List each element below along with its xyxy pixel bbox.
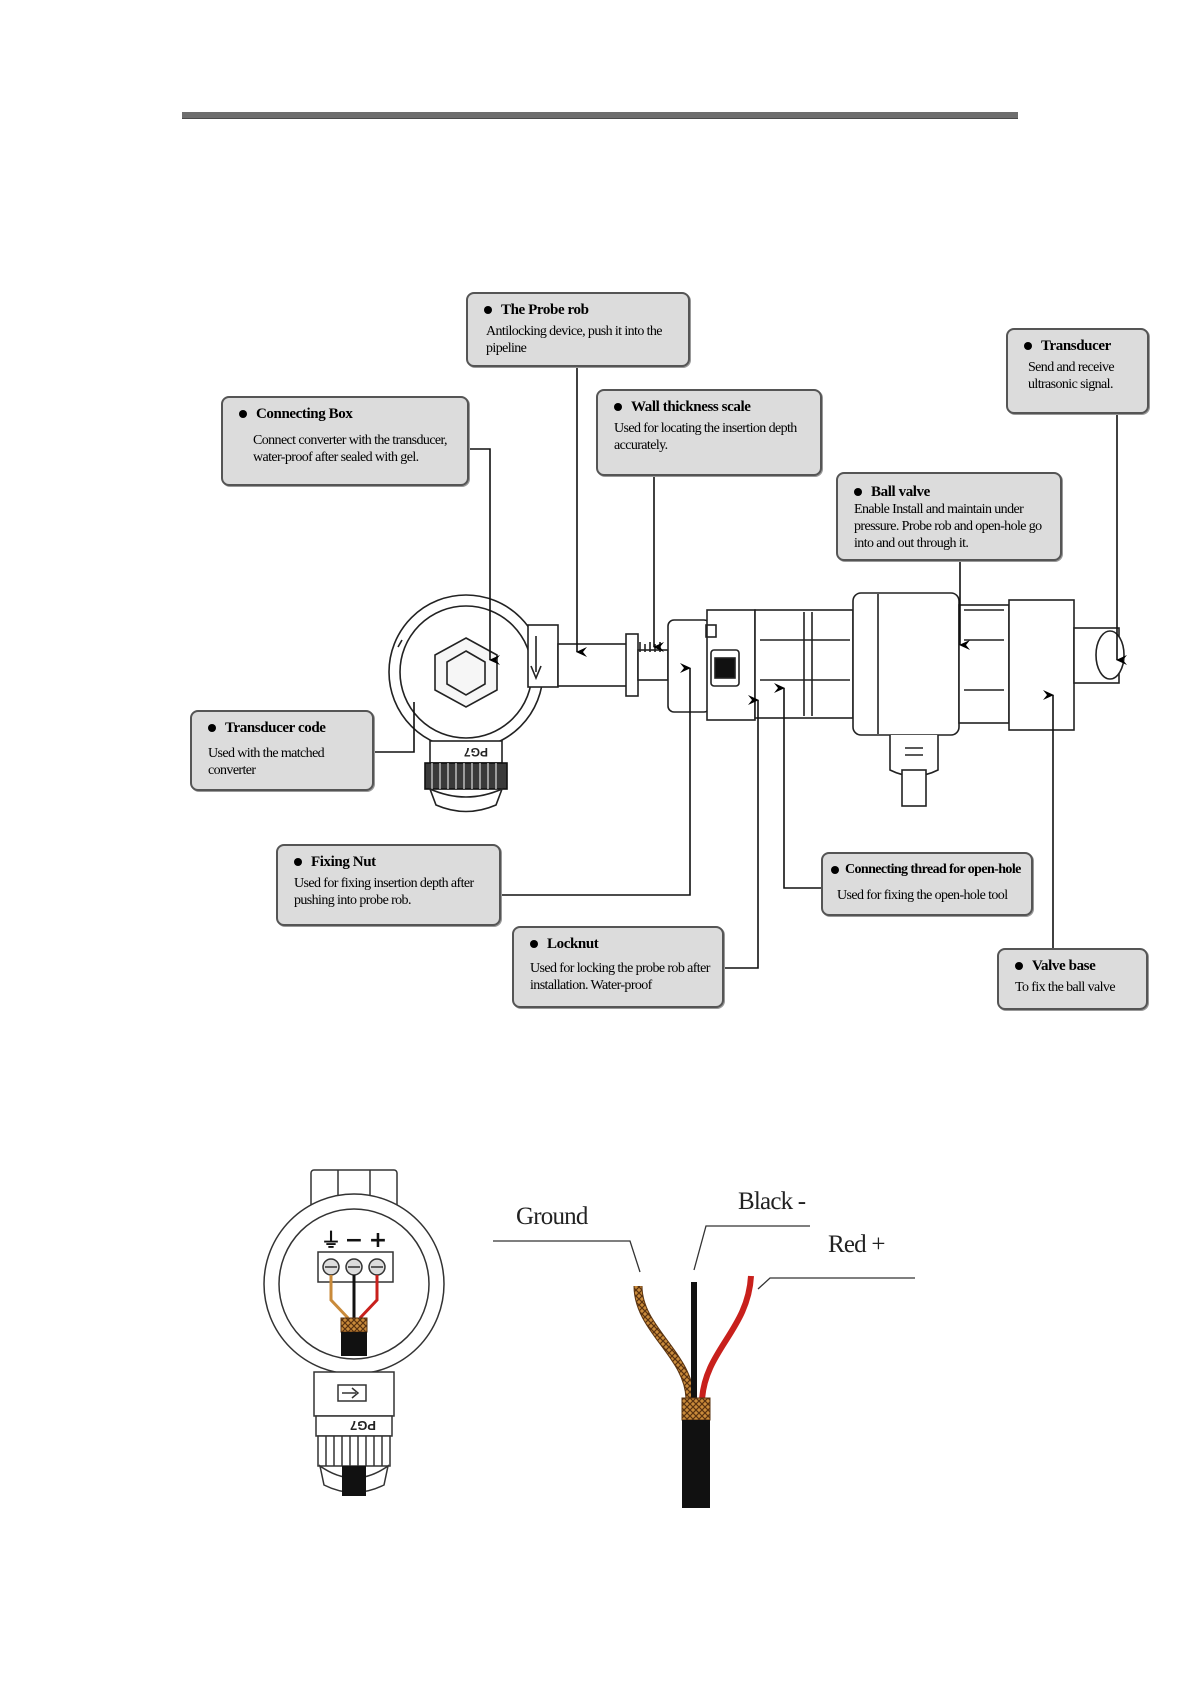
ground-wire-label: Ground — [516, 1203, 588, 1230]
callout-description: Used for fixing insertion depth after pu… — [294, 876, 474, 908]
callout-description: Antilocking device, push it into the pip… — [486, 324, 663, 356]
header-rule — [182, 112, 1018, 119]
bullet-icon — [1024, 342, 1032, 350]
callout-description: Used for locking the probe rob after ins… — [530, 961, 710, 993]
callout-title: Connecting Box — [256, 406, 353, 422]
bullet-icon — [239, 410, 247, 418]
callout-description: Send and receive ultrasonic signal. — [1028, 360, 1115, 392]
callout-title: Valve base — [1032, 958, 1096, 974]
callout-title: The Probe rob — [501, 302, 589, 318]
plus-symbol-icon: + — [369, 1228, 387, 1253]
red-leader-line — [757, 1277, 915, 1290]
callout-title: Connecting thread for open-hole — [845, 862, 1021, 877]
callout-connecting-thread: Connecting thread for open-hole Used for… — [821, 852, 1033, 916]
callout-transducer: Transducer Send and receive ultrasonic s… — [1006, 328, 1149, 414]
bullet-icon — [484, 306, 492, 314]
callout-fixing-nut: Fixing Nut Used for fixing insertion dep… — [276, 844, 501, 926]
callout-locknut: Locknut Used for locking the probe rob a… — [512, 926, 724, 1008]
callout-description: To fix the ball valve — [1015, 980, 1116, 995]
callout-title: Transducer — [1041, 338, 1111, 354]
bullet-icon — [831, 866, 839, 874]
callout-connecting-box: Connecting Box Connect converter with th… — [221, 396, 469, 486]
callout-description: Used for fixing the open-hole tool — [837, 888, 1008, 903]
callout-description: Enable Install and maintain under pressu… — [854, 502, 1042, 551]
signal-cable — [633, 1275, 754, 1508]
bullet-icon — [1015, 962, 1023, 970]
gland-code-text-2: PG7 — [350, 1418, 376, 1433]
bullet-icon — [294, 858, 302, 866]
callout-title: Wall thickness scale — [631, 399, 751, 415]
bullet-icon — [208, 724, 216, 732]
callout-probe-rob: The Probe rob Antilocking device, push i… — [466, 292, 690, 367]
bullet-icon — [530, 940, 538, 948]
red-wire-label: Red + — [828, 1231, 885, 1258]
callout-title: Ball valve — [871, 484, 930, 500]
gland-code-text: PG7 — [464, 745, 488, 759]
bullet-icon — [614, 403, 622, 411]
callout-description: Used with the matched converter — [208, 746, 325, 778]
minus-symbol-icon: − — [345, 1228, 363, 1253]
callout-wall-thickness-scale: Wall thickness scale Used for locating t… — [596, 389, 822, 476]
callout-description: Connect converter with the transducer, w… — [253, 433, 448, 465]
callout-ball-valve: Ball valve Enable Install and maintain u… — [836, 472, 1062, 561]
assembly-body: PG7 — [388, 592, 1125, 813]
transducer-assembly-diagram: PG7 — [373, 364, 1127, 969]
bullet-icon — [854, 488, 862, 496]
ground-symbol-icon: ⏚ — [321, 1228, 341, 1252]
callout-title: Locknut — [547, 936, 599, 952]
black-wire-label: Black - — [738, 1188, 806, 1215]
black-leader-line — [693, 1225, 810, 1271]
callout-title: Transducer code — [225, 720, 326, 736]
leader-lines — [373, 364, 1127, 969]
callout-valve-base: Valve base To fix the ball valve — [997, 948, 1148, 1010]
callout-title: Fixing Nut — [311, 854, 376, 870]
callout-description: Used for locating the insertion depth ac… — [614, 421, 797, 453]
ground-leader-line — [493, 1240, 641, 1273]
callout-transducer-code: Transducer code Used with the matched co… — [190, 710, 374, 791]
